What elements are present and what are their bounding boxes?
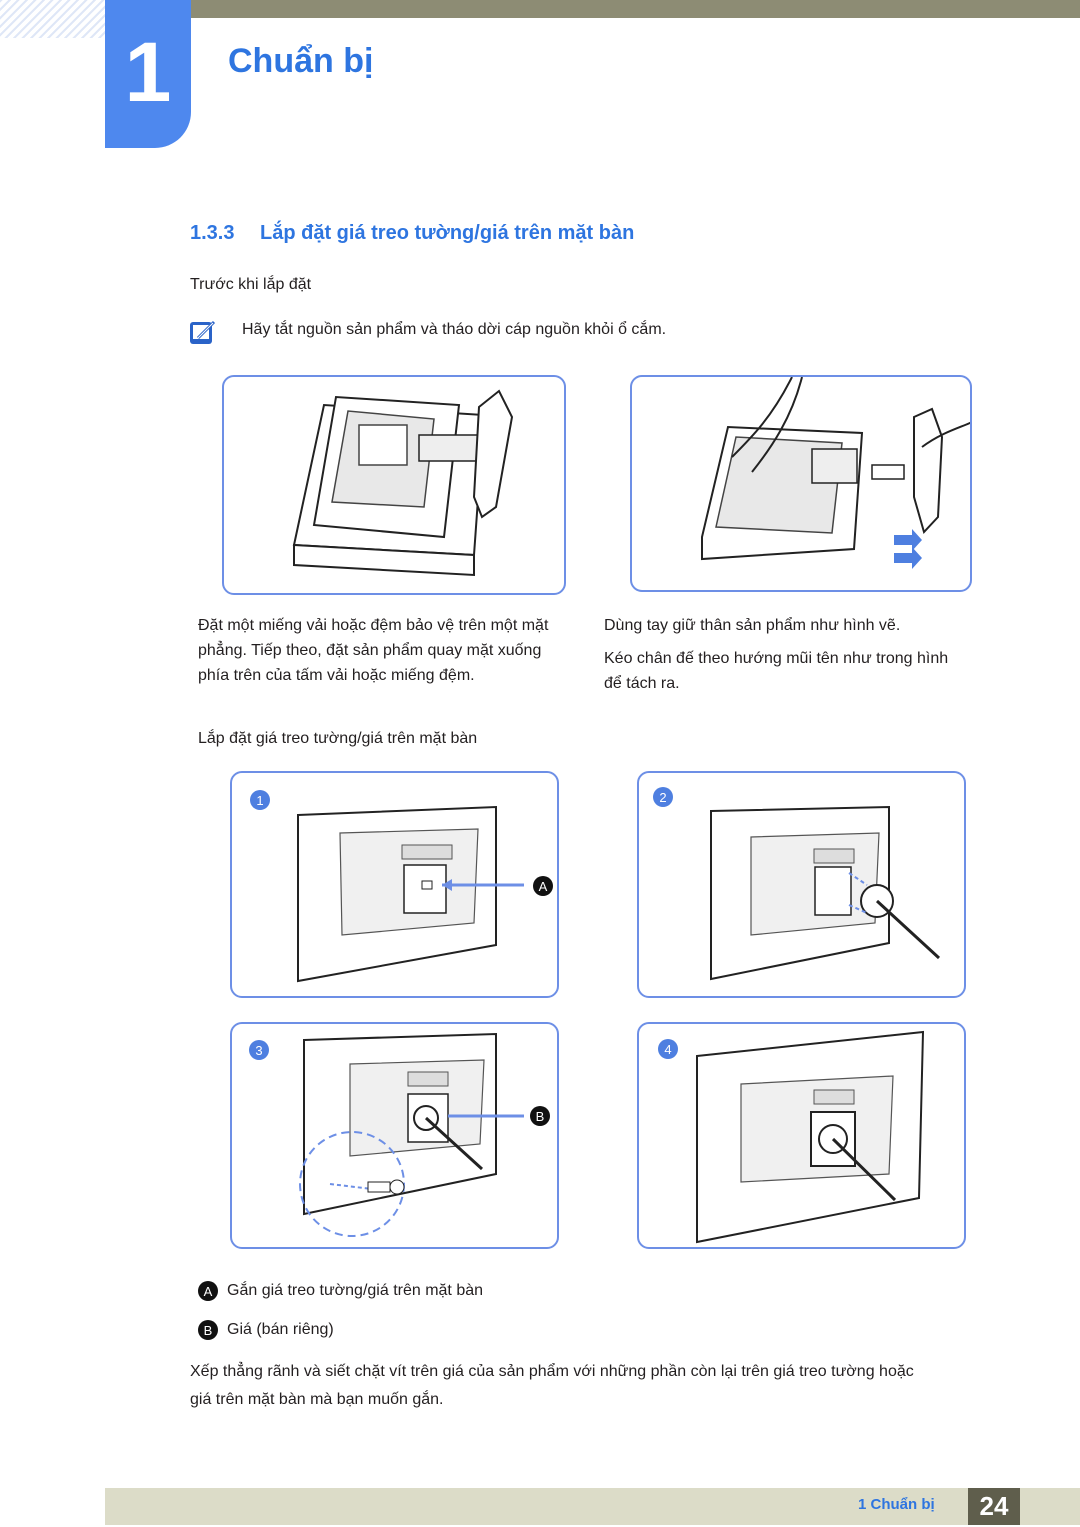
- step-place-on-cushion-text: Đặt một miếng vải hoặc đệm bảo vệ trên m…: [198, 613, 598, 688]
- install-heading: Lắp đặt giá treo tường/giá trên mặt bàn: [198, 730, 478, 747]
- step-4-badge: 4: [658, 1039, 678, 1059]
- figure-step-2: 2: [637, 771, 966, 998]
- header-hatch-decoration: [0, 0, 105, 38]
- text-line: giá trên mặt bàn mà bạn muốn gắn.: [190, 1391, 444, 1408]
- step-2-badge: 2: [653, 787, 673, 807]
- step-hold-product-text: Dùng tay giữ thân sản phẩm như hình vẽ.: [604, 617, 901, 634]
- install-instruction: Xếp thẳng rãnh và siết chặt vít trên giá…: [190, 1358, 1040, 1414]
- figure-step-3: 3 B: [230, 1022, 559, 1249]
- footer-bar-right: [1020, 1488, 1080, 1525]
- figure-step-4: 4: [637, 1022, 966, 1249]
- legend-a-badge: A: [198, 1281, 218, 1301]
- text-line: Đặt một miếng vải hoặc đệm bảo vệ trên m…: [198, 617, 549, 634]
- note-text: Hãy tắt nguồn sản phẩm và tháo dời cáp n…: [242, 321, 667, 338]
- header-bar: [190, 0, 1080, 18]
- label-b-badge: B: [530, 1106, 550, 1126]
- chapter-title: Chuẩn bị: [228, 42, 374, 80]
- legend-b-text: Giá (bán riêng): [227, 1321, 334, 1338]
- section-title: Lắp đặt giá treo tường/giá trên mặt bàn: [260, 222, 635, 244]
- text-line: để tách ra.: [604, 675, 680, 692]
- legend-b-badge: B: [198, 1320, 218, 1340]
- text-line: phẳng. Tiếp theo, đặt sản phẩm quay mặt …: [198, 642, 542, 659]
- figure-monitor-on-cushion: [222, 375, 566, 595]
- label-a-badge: A: [533, 876, 553, 896]
- before-install-heading: Trước khi lắp đặt: [190, 276, 312, 293]
- text-line: phía trên của tấm vải hoặc miếng đệm.: [198, 667, 475, 684]
- section-number: 1.3.3: [190, 222, 235, 244]
- section-heading: 1.3.3 Lắp đặt giá treo tường/giá trên mặt…: [190, 222, 634, 245]
- text-line: Xếp thẳng rãnh và siết chặt vít trên giá…: [190, 1363, 914, 1380]
- chapter-number-tab: 1: [105, 0, 191, 148]
- figure-step-1: 1 A: [230, 771, 559, 998]
- footer-bar: [105, 1488, 968, 1525]
- step-1-badge: 1: [250, 790, 270, 810]
- step-3-badge: 3: [249, 1040, 269, 1060]
- legend-a-text: Gắn giá treo tường/giá trên mặt bàn: [227, 1282, 484, 1299]
- chapter-number: 1: [124, 25, 172, 119]
- footer-chapter-label: 1 Chuẩn bị: [858, 1496, 935, 1513]
- page-number: 24: [968, 1488, 1020, 1525]
- figure-detach-stand: [630, 375, 972, 592]
- text-line: Kéo chân đế theo hướng mũi tên như trong…: [604, 650, 949, 667]
- step-pull-stand-text: Kéo chân đế theo hướng mũi tên như trong…: [604, 646, 1014, 696]
- note-pencil-icon: [190, 320, 216, 346]
